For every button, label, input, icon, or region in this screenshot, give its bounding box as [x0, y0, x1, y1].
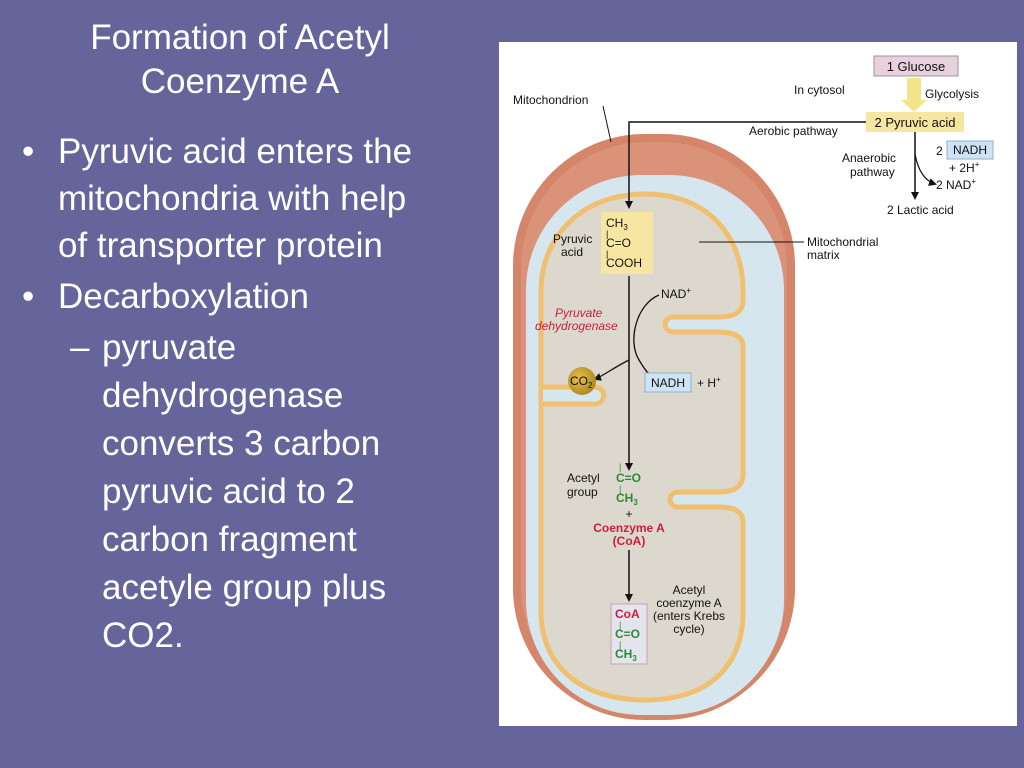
pyruvic-c-eq-o: C=O	[606, 236, 631, 250]
bullet-marker: •	[22, 132, 35, 171]
anaerobic-label-1: Anaerobic	[842, 151, 896, 165]
bullet-list: • Pyruvic acid enters the mitochondria w…	[20, 128, 490, 660]
plus-sign: +	[625, 507, 632, 521]
pyruvic-acid-label-2: acid	[561, 245, 583, 259]
mitochondrion-figure: 1 Glucose In cytosol Glycolysis Mitochon…	[499, 42, 1017, 726]
slide-title-line1: Formation of Acetyl	[90, 18, 390, 57]
acetyl-group-label-1: Acetyl	[567, 471, 600, 485]
acetyl-ch3: CH3	[616, 491, 638, 507]
sub-bullet-line: CO2.	[102, 616, 184, 655]
bullet-line: of transporter protein	[58, 226, 383, 265]
acetyl-coa-c-eq-o: C=O	[615, 627, 640, 641]
bullet-line: Pyruvic acid enters the	[58, 132, 413, 171]
bullet-line: mitochondria with help	[58, 179, 407, 218]
coa-paren-label: (CoA)	[613, 534, 646, 548]
slide-title: Formation of Acetyl Coenzyme A	[30, 16, 450, 104]
co2-label: CO2	[570, 374, 593, 390]
nadh-top-label: NADH	[953, 143, 987, 157]
plus-2h-label: + 2H+	[949, 160, 980, 175]
acetyl-coa-bond-1: |	[619, 620, 621, 630]
glucose-box	[873, 55, 959, 77]
pyruvic-bond-1: |	[606, 229, 608, 239]
pyruvic-bond-2: |	[606, 249, 608, 259]
nad-plus-label: NAD+	[661, 286, 691, 301]
enzyme-label-2: dehydrogenase	[535, 319, 618, 333]
two-nad-label: 2 NAD+	[936, 177, 976, 192]
slide-title-line2: Coenzyme A	[140, 62, 340, 101]
sub-bullet-line: dehydrogenase	[102, 376, 344, 415]
sub-bullet-line: acetyle group plus	[102, 568, 387, 607]
enzyme-label-1: Pyruvate	[555, 306, 603, 320]
bullet-line: Decarboxylation	[58, 277, 309, 316]
acetyl-coa-coa: CoA	[615, 607, 640, 621]
bullet-item: • Decarboxylation	[20, 273, 490, 320]
bullet-item: • Pyruvic acid enters the mitochondria w…	[20, 128, 490, 269]
acetyl-bond-2: |	[619, 484, 621, 494]
anaerobic-label-2: pathway	[850, 165, 895, 179]
inner-membrane	[538, 191, 746, 703]
glycolysis-arrow	[907, 78, 921, 100]
mitochondrion-label: Mitochondrion	[513, 93, 588, 107]
pyruvic-ch3: CH3	[606, 216, 628, 232]
mitochondrion-diagram: 1 Glucose In cytosol Glycolysis Mitochon…	[513, 55, 994, 720]
coenzyme-a-label: Coenzyme A	[593, 521, 665, 535]
pyruvic-two-box	[866, 112, 964, 132]
acetyl-coa-label-3: (enters Krebs	[653, 609, 725, 623]
matrix-label-2: matrix	[807, 248, 840, 262]
matrix-label-1: Mitochondrial	[807, 235, 878, 249]
in-cytosol-label: In cytosol	[794, 83, 845, 97]
acetyl-coa-bond-2: |	[619, 640, 621, 650]
acetyl-coa-label-1: Acetyl	[673, 583, 706, 597]
aerobic-label: Aerobic pathway	[749, 124, 838, 138]
sub-bullet-line: pyruvate	[102, 328, 237, 367]
anaerobic-two: 2	[936, 144, 943, 158]
plus-h-label: + H+	[697, 375, 721, 390]
nadh-box-top	[946, 140, 994, 160]
pyruvic-two-label: 2 Pyruvic acid	[875, 115, 956, 130]
sub-bullet-line: pyruvic acid to 2	[102, 472, 355, 511]
acetyl-group-label-2: group	[567, 485, 598, 499]
sub-bullet-marker: –	[70, 328, 90, 367]
acetyl-bond-1: |	[619, 462, 621, 472]
acetyl-coa-label-4: cycle)	[673, 622, 704, 636]
sub-bullet-item: – pyruvate dehydrogenase converts 3 carb…	[20, 324, 490, 660]
acetyl-coa-label-2: coenzyme A	[656, 596, 721, 610]
pyruvic-cooh: COOH	[606, 256, 642, 270]
glycolysis-label: Glycolysis	[925, 87, 979, 101]
glucose-label: 1 Glucose	[887, 59, 946, 74]
nadh-matrix-label: NADH	[651, 376, 685, 390]
sub-bullet-line: carbon fragment	[102, 520, 357, 559]
acetyl-coa-ch3: CH3	[615, 647, 637, 663]
lactic-acid-label: 2 Lactic acid	[887, 203, 954, 217]
acetyl-c-eq-o: C=O	[616, 471, 641, 485]
co2-molecule	[568, 367, 596, 395]
nadh-box-matrix	[644, 372, 692, 393]
sub-bullet-line: converts 3 carbon	[102, 424, 381, 463]
pyruvic-structure-box	[601, 212, 653, 274]
pyruvic-acid-label-1: Pyruvic	[553, 232, 592, 246]
bullet-marker: •	[22, 277, 35, 316]
acetyl-coa-box	[610, 603, 648, 665]
